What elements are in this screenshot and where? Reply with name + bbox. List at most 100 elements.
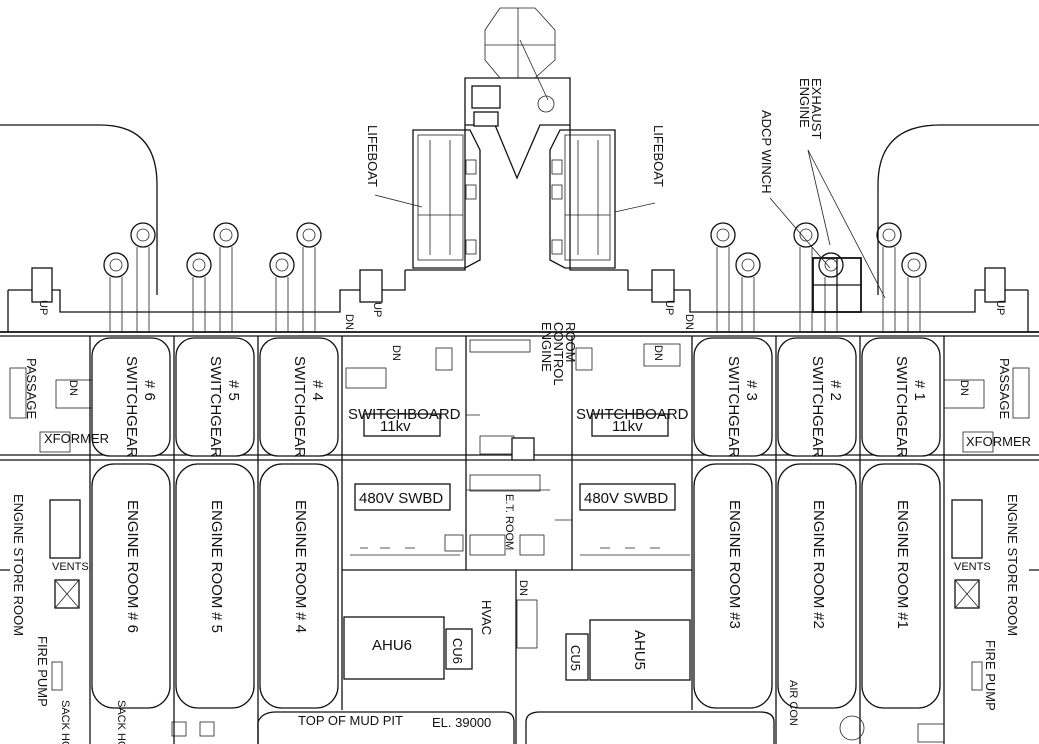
engine-store-left-label: ENGINE STORE ROOM <box>11 494 26 636</box>
mud-pit-label: TOP OF MUD PIT <box>298 713 403 728</box>
engine-room-word: ENGINE ROOM <box>810 500 827 608</box>
engine-room-number: #3 <box>726 608 743 629</box>
engine-room-number: #1 <box>894 608 911 629</box>
engine-room-word: ENGINE ROOM <box>208 500 225 608</box>
engine-room-label: ENGINE ROOM #3 <box>726 500 743 629</box>
switchboard-left-kv: 11kv <box>380 418 411 435</box>
up-label-2: UP <box>371 302 383 317</box>
dn-label-5: DN <box>390 345 402 361</box>
switchgear-4 <box>259 337 339 457</box>
engine-room-word: ENGINE ROOM <box>292 500 309 608</box>
switchgear-word: SWITCHGEAR <box>207 356 224 458</box>
stairs-top <box>9 267 1030 419</box>
up-label-4: UP <box>994 300 1006 315</box>
switchboard-right-label: SWITCHBOARD <box>576 406 689 423</box>
swbd-left-label: 480V SWBD <box>359 490 443 507</box>
xformer-right-label: XFORMER <box>966 434 1031 449</box>
engine-control-room <box>466 339 572 556</box>
engine-room-bay <box>259 463 339 709</box>
switchgear-3 <box>693 337 773 457</box>
engine-room-label: ENGINE ROOM # 5 <box>208 500 225 633</box>
engine-room-number: # 6 <box>124 608 141 633</box>
up-label-3: UP <box>663 300 675 315</box>
cu6-label: CU6 <box>450 638 465 664</box>
dn-label-7: DN <box>517 580 529 596</box>
engine-room-bay <box>693 463 773 709</box>
switchgear-label: SWITCHGEAR# 6 <box>123 356 158 458</box>
engine-exhaust-label: ENGINE EXHAUST <box>797 78 824 139</box>
engine-room-label: ENGINE ROOM # 6 <box>124 500 141 633</box>
dn-label-4: DN <box>958 380 970 396</box>
engine-control-line3: ROOM <box>563 322 578 362</box>
passage-left-label: PASSAGE <box>24 358 39 420</box>
exhaust-stacks <box>103 222 927 332</box>
switchgear-label: SWITCHGEAR# 5 <box>207 356 242 458</box>
switchboard-right-area <box>575 343 690 556</box>
switchgear-label: SWITCHGEAR# 1 <box>893 356 928 458</box>
switchboard-left-label: SWITCHBOARD <box>348 406 461 423</box>
lifeboat-left <box>412 129 481 269</box>
dn-label-1: DN <box>343 314 355 330</box>
engine-room-number: # 4 <box>292 608 309 633</box>
engine-room-label: ENGINE ROOM #2 <box>810 500 827 629</box>
switchgear-number: # 5 <box>225 380 242 401</box>
elevation-label: EL. 39000 <box>432 715 491 730</box>
engine-room-bay <box>91 463 171 709</box>
engine-control-room-label: ENGINE CONTROL ROOM <box>539 322 578 389</box>
switchgear-word: SWITCHGEAR <box>893 356 910 458</box>
switchgear-label: SWITCHGEAR# 4 <box>291 356 326 458</box>
engine-store-right-label: ENGINE STORE ROOM <box>1005 494 1020 636</box>
hvac-area <box>343 599 691 681</box>
switchgear-label: SWITCHGEAR# 2 <box>809 356 844 458</box>
hvac-label: HVAC <box>479 600 494 635</box>
switchgear-number: # 4 <box>309 380 326 401</box>
fire-pump-left-label: FIRE PUMP <box>35 636 50 707</box>
engine-room-number: #2 <box>810 608 827 629</box>
switchgear-label: SWITCHGEAR# 3 <box>725 356 760 458</box>
sack-hopper-2-label: SACK HOPPER <box>115 700 127 744</box>
engine-room-label: ENGINE ROOM #1 <box>894 500 911 629</box>
switchboard-left-area <box>345 347 464 556</box>
engine-exhaust-line1: ENGINE <box>797 78 812 128</box>
room-dividers <box>89 336 945 744</box>
switchgear-word: SWITCHGEAR <box>291 356 308 458</box>
switchgear-number: # 2 <box>827 380 844 401</box>
engine-room-label: ENGINE ROOM # 4 <box>292 500 309 633</box>
vents-right-label: VENTS <box>954 561 991 573</box>
switchgear-number: # 1 <box>911 380 928 401</box>
passage-right-label: PASSAGE <box>997 358 1012 420</box>
switchgear-word: SWITCHGEAR <box>809 356 826 458</box>
engine-room-bay <box>175 463 255 709</box>
engine-room-word: ENGINE ROOM <box>726 500 743 608</box>
air-con-label: AIR CON <box>787 680 799 726</box>
switchgear-5 <box>175 337 255 457</box>
switchboard-right-kv: 11kv <box>612 418 643 435</box>
swbd-right-label: 480V SWBD <box>584 490 668 507</box>
fire-pump-right-label: FIRE PUMP <box>983 640 998 711</box>
engine-control-line1: ENGINE <box>539 322 554 372</box>
dn-label-2: DN <box>683 314 695 330</box>
ahu6-label: AHU6 <box>372 637 412 654</box>
engine-room-bay <box>861 463 941 709</box>
sack-hopper-1-label: SACK HOPPER <box>59 700 71 744</box>
switchgear-1 <box>861 337 941 457</box>
switchgear-2 <box>777 337 857 457</box>
lifeboat-left-label: LIFEBOAT <box>365 125 380 187</box>
ahu5-label: AHU5 <box>631 630 648 670</box>
switchgear-number: # 3 <box>743 380 760 401</box>
adcp-winch <box>812 257 862 313</box>
et-room-label: E.T. ROOM <box>503 494 515 550</box>
engine-exhaust-line2: EXHAUST <box>809 78 824 139</box>
switchgear-number: # 6 <box>141 380 158 401</box>
engine-room-word: ENGINE ROOM <box>124 500 141 608</box>
mud-pit <box>171 711 945 744</box>
engine-room-word: ENGINE ROOM <box>894 500 911 608</box>
vents-left-label: VENTS <box>52 561 89 573</box>
up-label-1: UP <box>37 300 49 315</box>
dn-label-6: DN <box>652 345 664 361</box>
lifeboat-right <box>549 129 616 269</box>
engine-room-bay <box>777 463 857 709</box>
side-areas <box>39 431 994 691</box>
